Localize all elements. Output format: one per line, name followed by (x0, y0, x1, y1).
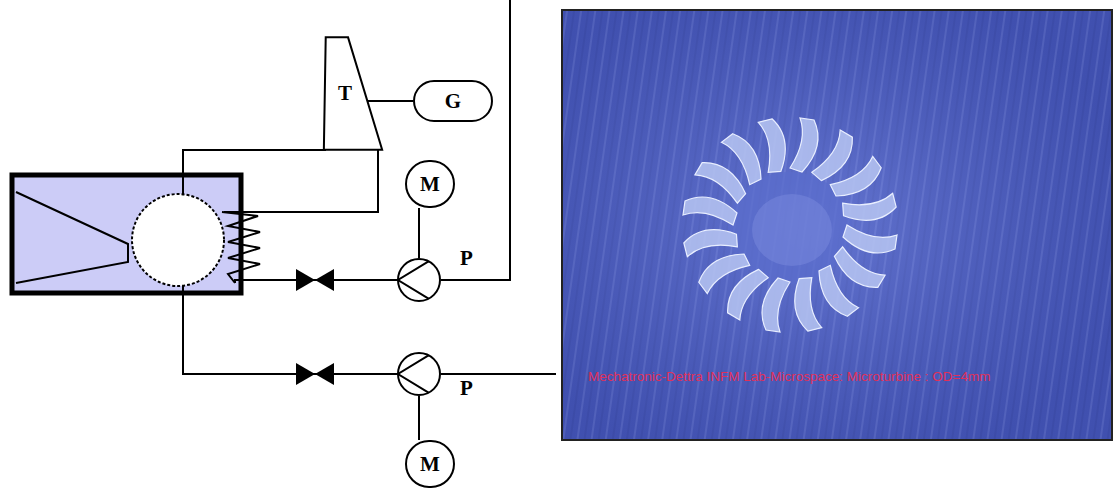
generator-box: G (413, 80, 493, 122)
pipe (441, 0, 510, 280)
pump-impeller (398, 261, 429, 298)
shaft-line (367, 100, 413, 102)
motor-box: M (405, 440, 455, 488)
motor-box: M (405, 160, 455, 208)
valve-symbol (296, 269, 315, 291)
node-shape (397, 258, 441, 302)
node-outline (398, 353, 440, 395)
valve-symbol (315, 269, 334, 291)
node-label: M (420, 174, 440, 195)
photo-caption: Mechatronic-Dettra INFM Lab-Microspace: … (588, 370, 991, 385)
node-outline (406, 441, 454, 487)
valve-symbol (296, 363, 315, 385)
pump-label: P (460, 248, 473, 269)
pipe (224, 150, 378, 212)
pump-impeller (398, 355, 429, 392)
pipe (183, 150, 326, 194)
pump-symbol: P (397, 258, 441, 302)
node-outline (324, 37, 382, 149)
coil (222, 212, 260, 283)
valve-symbol (315, 363, 334, 385)
node-outline (406, 161, 454, 207)
pump-label: P (460, 378, 473, 399)
node-outline (414, 81, 492, 121)
microturbine-photo (562, 10, 1112, 440)
turbine-symbol: T (322, 35, 384, 152)
shaft-line (418, 208, 420, 258)
pipe (183, 286, 398, 374)
node-shape (322, 35, 384, 152)
node-outline (398, 259, 440, 301)
rotor-circle (132, 194, 224, 286)
pump-symbol: P (397, 352, 441, 396)
node-shape (397, 352, 441, 396)
housing (12, 175, 241, 293)
pipe (441, 373, 556, 375)
node-label: G (445, 91, 461, 112)
node-label: T (338, 83, 352, 104)
shaft-line (418, 396, 420, 440)
nozzle (16, 192, 128, 283)
node-label: M (420, 454, 440, 475)
